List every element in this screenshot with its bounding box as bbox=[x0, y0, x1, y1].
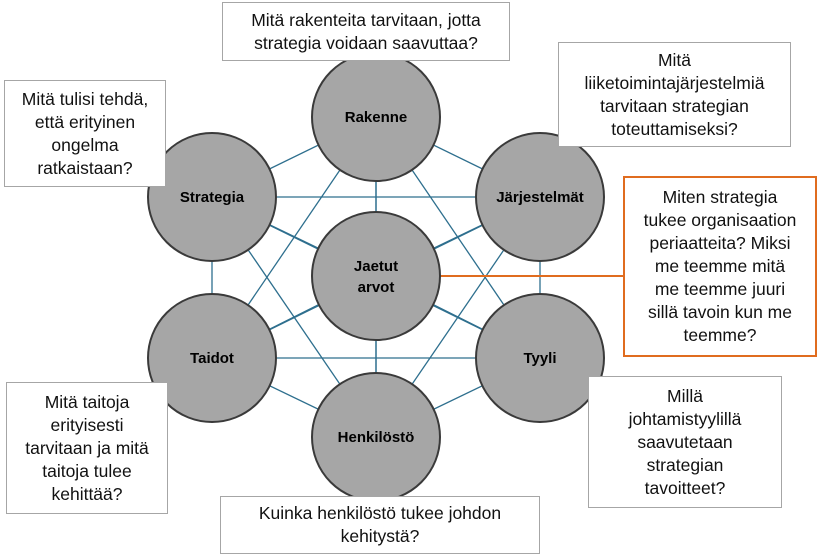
node-taidot-label: Taidot bbox=[190, 350, 234, 367]
node-jaetut-arvot-circle bbox=[311, 211, 441, 341]
callout-rakenne: Mitä rakenteita tarvitaan, jotta strateg… bbox=[222, 2, 510, 61]
node-taidot-circle bbox=[147, 293, 277, 423]
node-jaetut-arvot-label-line1: Jaetut bbox=[354, 258, 398, 275]
node-henkilosto: Henkilöstö bbox=[311, 372, 441, 502]
callout-tyyli: Millä johtamistyylillä saavutetaan strat… bbox=[588, 376, 782, 508]
node-henkilosto-label: Henkilöstö bbox=[338, 429, 415, 446]
callout-jarjestelmat: Mitä liiketoimintajärjestelmiä tarvitaan… bbox=[558, 42, 791, 147]
node-rakenne: Rakenne bbox=[311, 52, 441, 182]
callout-taidot: Mitä taitoja erityisesti tarvitaan ja mi… bbox=[6, 382, 168, 514]
node-jaetut-arvot-label-line2: arvot bbox=[358, 279, 395, 296]
node-strategia: Strategia bbox=[147, 132, 277, 262]
node-taidot: Taidot bbox=[147, 293, 277, 423]
node-tyyli-circle bbox=[475, 293, 605, 423]
node-tyyli-label: Tyyli bbox=[523, 350, 556, 367]
node-strategia-circle bbox=[147, 132, 277, 262]
node-tyyli: Tyyli bbox=[475, 293, 605, 423]
node-jaetut-arvot: Jaetut arvot bbox=[311, 211, 441, 341]
node-jarjestelmat-circle bbox=[475, 132, 605, 262]
node-strategia-label: Strategia bbox=[180, 189, 245, 206]
node-rakenne-label: Rakenne bbox=[345, 109, 408, 126]
callout-strategia: Mitä tulisi tehdä, että erityinen ongelm… bbox=[4, 80, 166, 187]
node-jarjestelmat: Järjestelmät bbox=[475, 132, 605, 262]
callout-henkilosto: Kuinka henkilöstö tukee johdon kehitystä… bbox=[220, 496, 540, 554]
callout-jaetut-arvot: Miten strategia tukee organisaation peri… bbox=[623, 176, 817, 357]
node-jarjestelmat-label: Järjestelmät bbox=[496, 189, 584, 206]
